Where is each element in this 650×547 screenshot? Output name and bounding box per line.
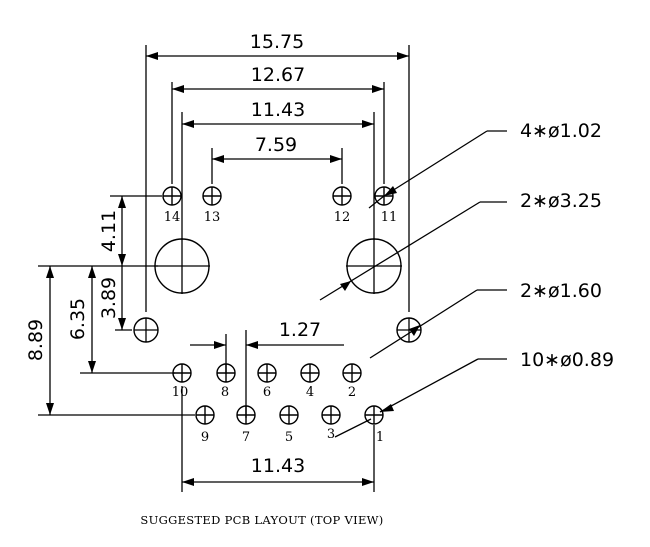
dim-overall-width: 15.75 — [145, 31, 410, 312]
dim-v-4-11: 4.11 — [98, 195, 162, 266]
pin-1-label: 1 — [376, 430, 384, 445]
pin-3-label: 3 — [327, 427, 335, 442]
pin-10-label: 10 — [172, 385, 189, 400]
dim-v-6-35: 6.35 — [67, 266, 175, 374]
dim-v-8-89: 8.89 — [25, 266, 195, 416]
drawing-caption: SUGGESTED PCB LAYOUT (TOP VIEW) — [140, 513, 383, 527]
dim-inner-span-top-label: 11.43 — [251, 99, 305, 121]
pin-9-label: 9 — [201, 430, 209, 445]
pin-9-hole — [195, 405, 215, 425]
callout-signal-holes: 10∗ø0.89 — [334, 349, 614, 438]
pin-11-label: 11 — [381, 210, 398, 225]
callout-signal-holes-label: 10∗ø0.89 — [520, 349, 614, 371]
pin-14-label: 14 — [164, 210, 181, 225]
shield-hole-left — [133, 317, 159, 343]
callout-led-holes: 4∗ø1.02 — [368, 120, 602, 209]
dim-v-6-35-label: 6.35 — [67, 298, 89, 340]
pin-6-label: 6 — [263, 385, 271, 400]
pin-13-label: 13 — [204, 210, 221, 225]
pin-5-label: 5 — [285, 430, 293, 445]
dim-pins-13-12-span: 7.59 — [211, 134, 343, 184]
callout-mount-holes: 2∗ø3.25 — [319, 190, 602, 301]
pin-8-label: 8 — [221, 385, 229, 400]
callout-led-holes-label: 4∗ø1.02 — [520, 120, 602, 142]
pin-6-hole — [257, 363, 277, 383]
dim-v-8-89-label: 8.89 — [25, 319, 47, 361]
dim-bottom-span: 11.43 — [181, 386, 375, 492]
dim-pin-pitch-label: 1.27 — [279, 319, 321, 341]
pin-12-label: 12 — [334, 210, 351, 225]
dim-bottom-span-label: 11.43 — [251, 455, 305, 477]
dim-pins-13-12-label: 7.59 — [255, 134, 297, 156]
dim-overall-width-label: 15.75 — [250, 31, 304, 53]
pin-10-hole — [172, 363, 192, 383]
pin-7-label: 7 — [242, 430, 250, 445]
pin-2-label: 2 — [348, 385, 356, 400]
pin-2-hole — [342, 363, 362, 383]
dim-inner-span-top: 11.43 — [181, 99, 375, 240]
mount-hole-right — [346, 238, 402, 294]
dim-v-3-89-label: 3.89 — [98, 277, 120, 319]
dim-pin-pitch: 1.27 — [190, 319, 344, 418]
pin-13-hole — [202, 186, 222, 206]
pin-4-label: 4 — [306, 385, 314, 400]
mount-hole-left — [154, 238, 210, 294]
dim-v-3-89: 3.89 — [38, 265, 158, 331]
pin-8-hole — [216, 363, 236, 383]
pin-4-hole — [300, 363, 320, 383]
callout-shield-holes: 2∗ø1.60 — [369, 280, 602, 359]
pin-3-hole — [321, 405, 341, 425]
dim-outer-pins-label: 12.67 — [251, 64, 305, 86]
pin-12-hole — [332, 186, 352, 206]
callout-shield-holes-label: 2∗ø1.60 — [520, 280, 602, 302]
pin-14-hole — [162, 186, 182, 206]
callout-mount-holes-label: 2∗ø3.25 — [520, 190, 602, 212]
dim-outer-pins-span: 12.67 — [171, 64, 385, 184]
pin-7-hole — [236, 405, 256, 425]
pin-5-hole — [279, 405, 299, 425]
dim-v-4-11-label: 4.11 — [98, 210, 120, 252]
